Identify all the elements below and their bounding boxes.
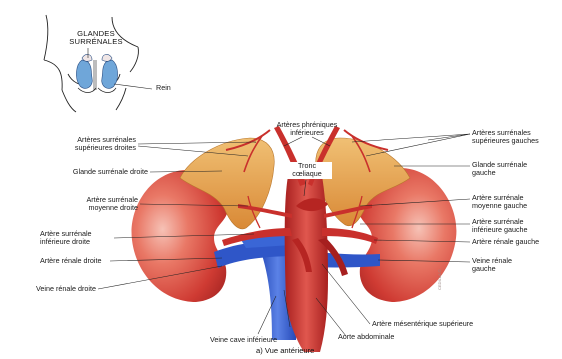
inset-kidneys <box>76 54 117 92</box>
figure-caption: a) Vue antérieure <box>256 346 314 355</box>
label-rein: Rein <box>156 84 171 92</box>
label-artere-surrenale-inferieure-droite: Artère surrénale inférieure droite <box>40 230 92 247</box>
label-tronc-coeliaque: Tronc cœliaque <box>282 162 332 179</box>
label-veine-renale-gauche: Veine rénale gauche <box>472 257 512 274</box>
inset-title: GLANDES SURRÉNALES <box>56 30 136 47</box>
label-glande-surrenale-droite: Glande surrénale droite <box>40 168 148 176</box>
label-artere-surrenale-inferieure-gauche: Artère surrénale inférieure gauche <box>472 218 528 235</box>
label-veine-renale-droite: Veine rénale droite <box>36 285 96 293</box>
label-aorte-abdominale: Aorte abdominale <box>338 333 394 341</box>
label-artere-surrenale-moyenne-droite: Artère surrénale moyenne droite <box>40 196 138 213</box>
label-veine-cave-inferieure: Veine cave inférieure <box>210 336 277 344</box>
illustrator-credit: CEDILLA © <box>437 269 442 290</box>
label-arteres-surrenales-superieures-gauches: Artères surrénales supérieures gauches <box>472 129 539 146</box>
label-glande-surrenale-gauche: Glande surrénale gauche <box>472 161 527 178</box>
label-arteres-phreniques-inferieures: Artères phréniques inférieures <box>262 121 352 138</box>
label-artere-renale-droite: Artère rénale droite <box>40 257 102 265</box>
label-arteres-surrenales-superieures-droites: Artères surrénales supérieures droites <box>40 136 136 153</box>
label-artere-surrenale-moyenne-gauche: Artère surrénale moyenne gauche <box>472 194 527 211</box>
label-artere-renale-gauche: Artère rénale gauche <box>472 238 539 246</box>
inset-title-line2: SURRÉNALES <box>56 38 136 46</box>
label-artere-mesenterique-superieure: Artère mésentérique supérieure <box>372 320 473 328</box>
inset-torso <box>44 10 138 112</box>
leader-rein <box>114 84 152 89</box>
